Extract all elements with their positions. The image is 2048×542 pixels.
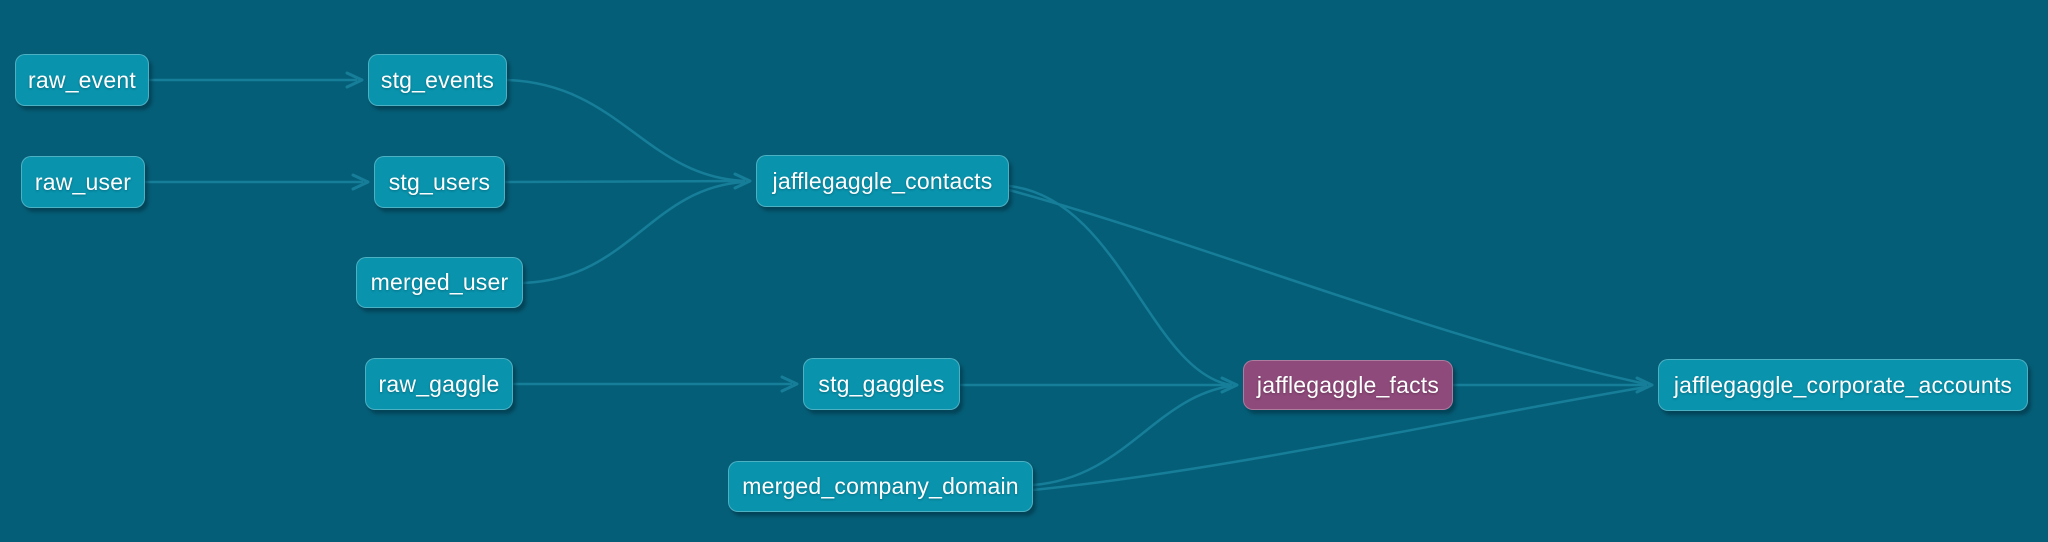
node-jafflegaggle_facts[interactable]: jafflegaggle_facts — [1243, 360, 1453, 410]
node-jafflegaggle_corporate_accounts[interactable]: jafflegaggle_corporate_accounts — [1658, 359, 2028, 411]
node-label: merged_user — [370, 269, 509, 295]
edge-stg_users-jafflegaggle_contacts — [503, 179, 746, 184]
arrowhead-into-jafflegaggle_contacts — [733, 172, 752, 190]
edge-merged_user-jafflegaggle_contacts — [521, 180, 746, 285]
edge-jafflegaggle_contacts-jafflegaggle_corporate_accounts — [1007, 188, 1648, 386]
node-label: merged_company_domain — [742, 473, 1019, 499]
node-label: jafflegaggle_corporate_accounts — [1673, 371, 2013, 398]
node-raw_user[interactable]: raw_user — [21, 156, 145, 208]
node-label: jafflegaggle_facts — [1256, 371, 1440, 398]
edge-stg_events-jafflegaggle_contacts — [505, 78, 746, 183]
node-jafflegaggle_contacts[interactable]: jafflegaggle_contacts — [756, 155, 1009, 207]
node-merged_user[interactable]: merged_user — [356, 257, 523, 308]
edge-merged_company_domain-jafflegaggle_corporate_accounts — [1031, 385, 1648, 492]
arrowhead-into-jafflegaggle_facts — [1220, 376, 1239, 394]
node-stg_events[interactable]: stg_events — [368, 54, 507, 106]
node-raw_event[interactable]: raw_event — [15, 54, 149, 106]
node-label: stg_users — [388, 168, 491, 195]
node-raw_gaggle[interactable]: raw_gaggle — [365, 358, 513, 410]
node-stg_gaggles[interactable]: stg_gaggles — [803, 358, 960, 410]
node-label: raw_user — [34, 168, 132, 195]
arrowhead-into-stg_users — [351, 173, 370, 191]
node-label: raw_gaggle — [378, 370, 500, 397]
node-merged_company_domain[interactable]: merged_company_domain — [728, 461, 1033, 512]
edge-jafflegaggle_contacts-jafflegaggle_facts — [1007, 184, 1233, 387]
node-label: jafflegaggle_contacts — [772, 167, 993, 194]
node-label: stg_events — [380, 66, 495, 93]
arrowhead-into-stg_events — [345, 71, 364, 89]
arrowhead-into-stg_gaggles — [780, 375, 799, 393]
node-stg_users[interactable]: stg_users — [374, 156, 505, 208]
node-label: stg_gaggles — [818, 370, 945, 397]
arrowhead-into-jafflegaggle_corporate_accounts — [1635, 376, 1654, 394]
edge-merged_company_domain-jafflegaggle_facts — [1031, 384, 1233, 487]
node-label: raw_event — [28, 66, 136, 93]
